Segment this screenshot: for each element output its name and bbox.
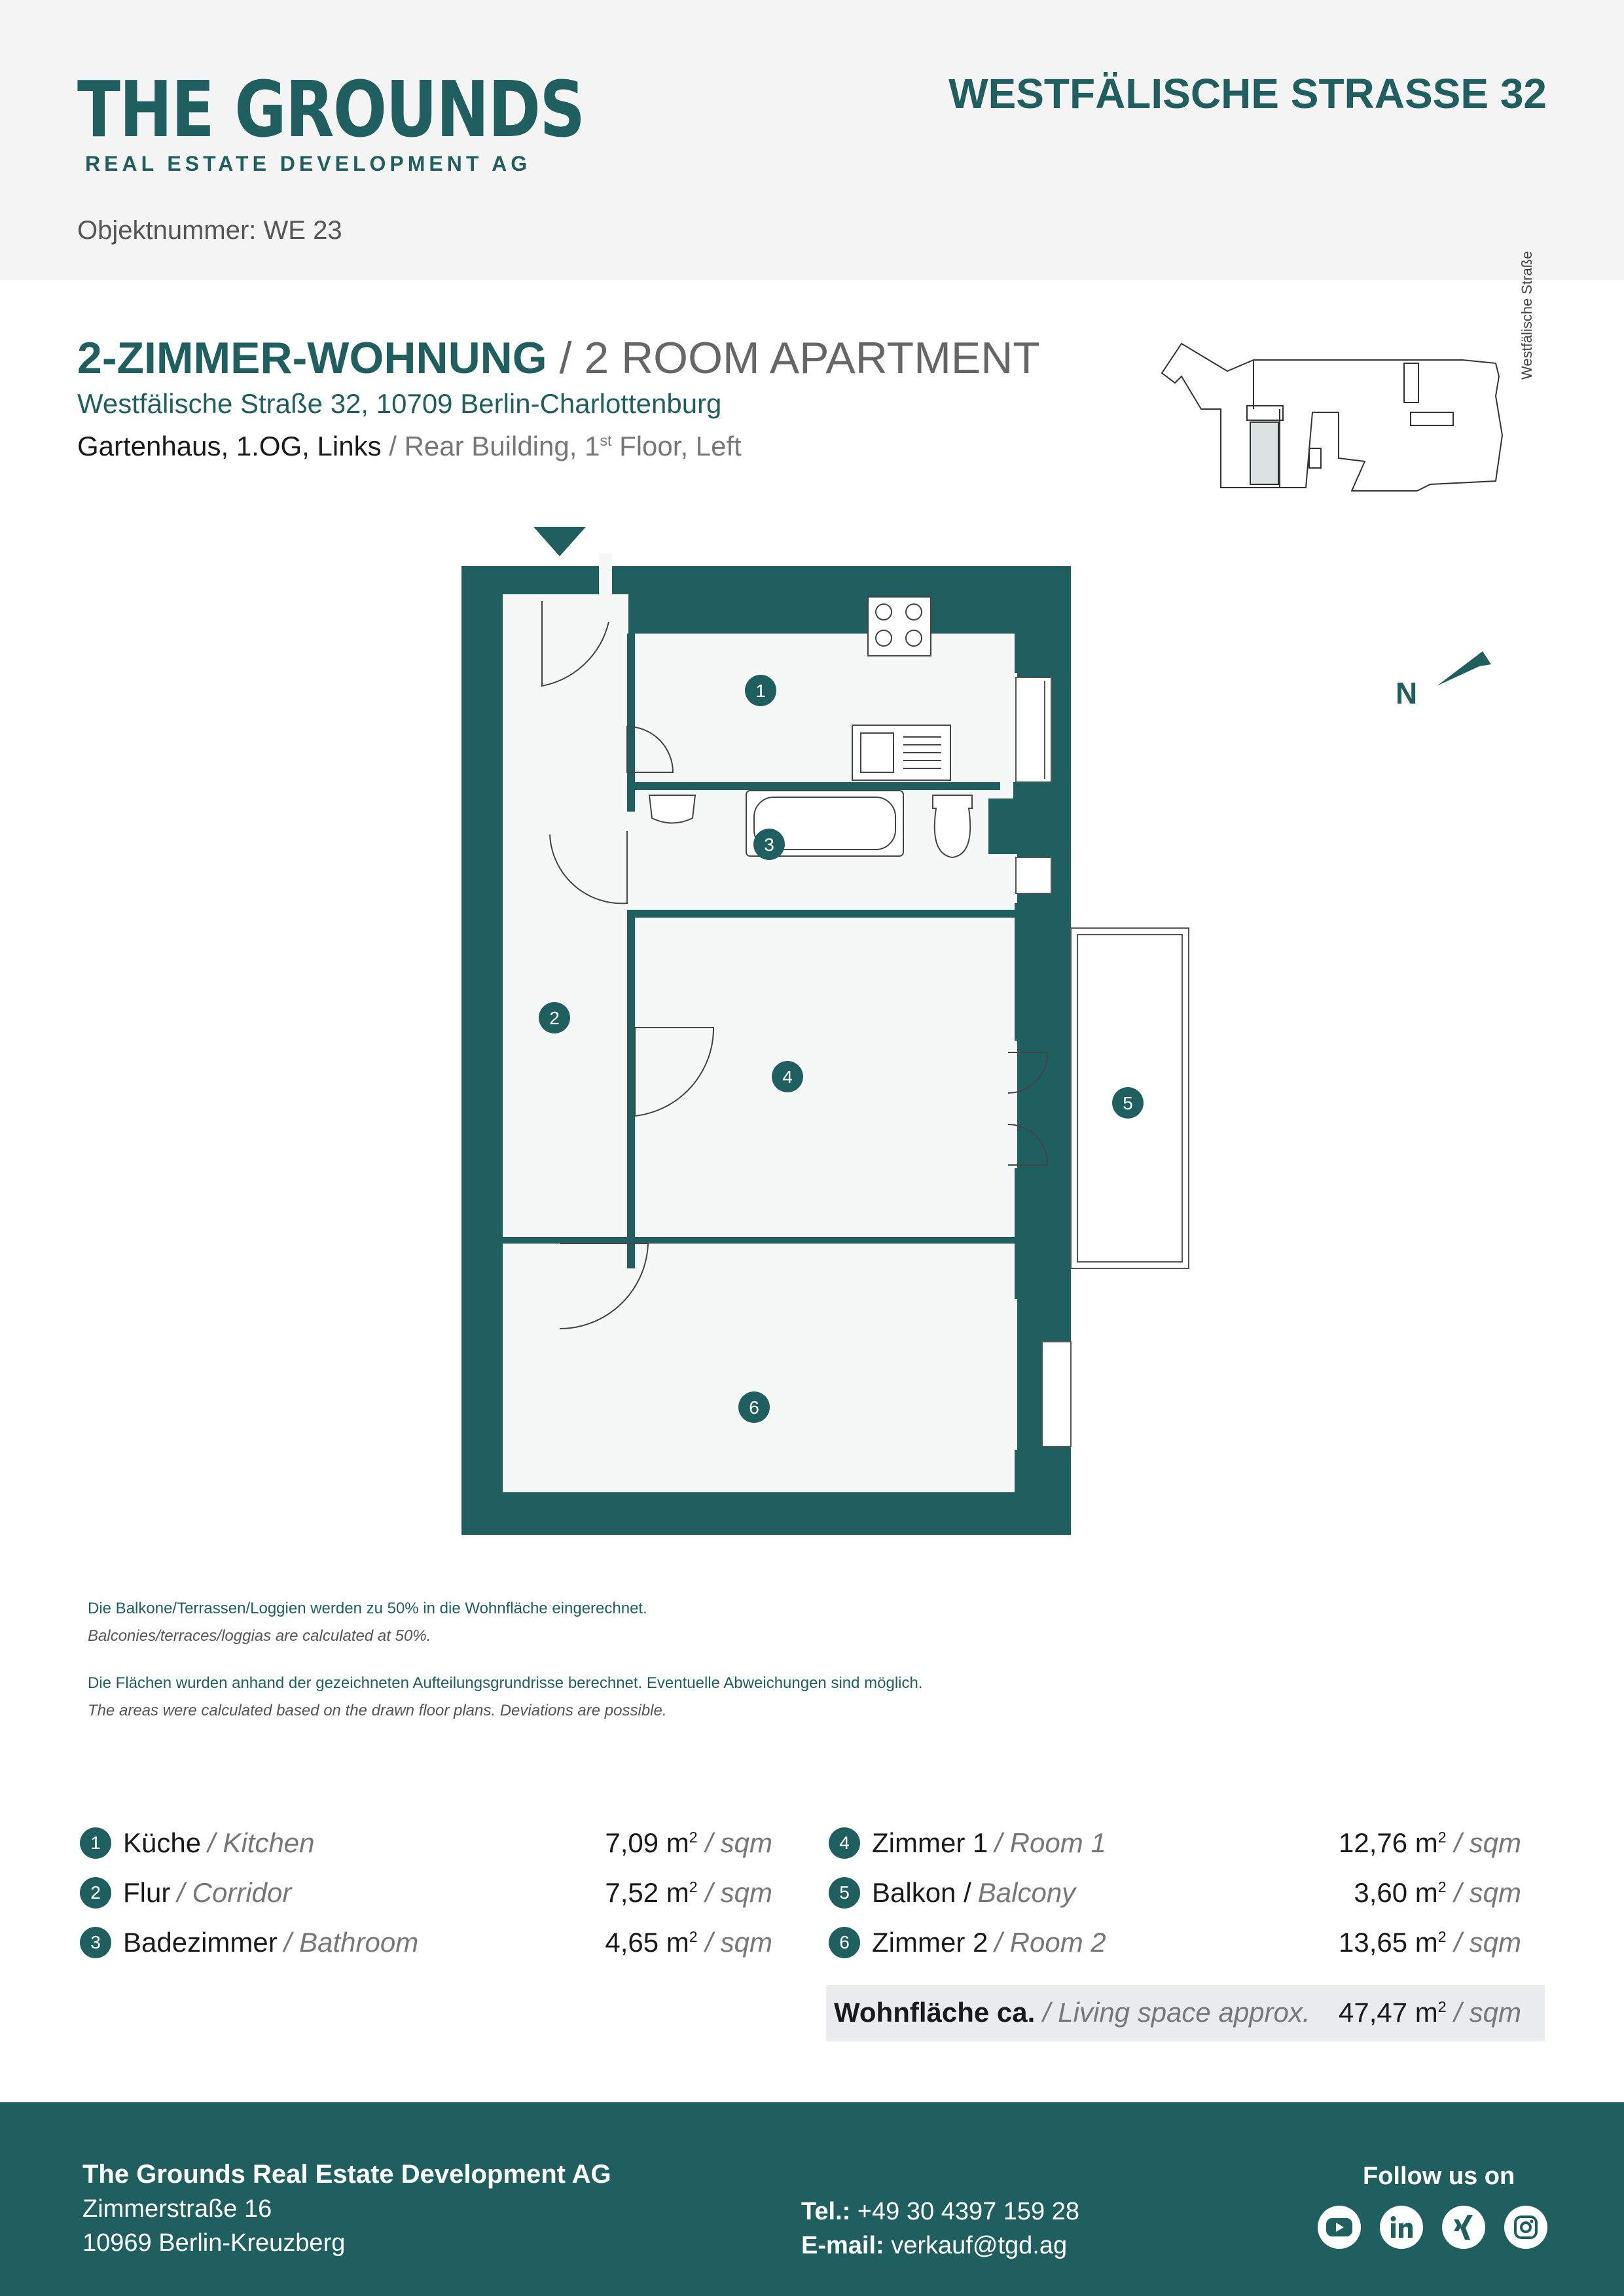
window-kitchen	[1015, 677, 1052, 783]
room-name-en: / Room 1	[994, 1827, 1106, 1858]
door-room2	[559, 1243, 649, 1329]
pilaster-kitchen	[1015, 594, 1051, 673]
unit-highlight	[1250, 422, 1279, 485]
room-name-de: Balkon /	[872, 1877, 971, 1908]
floorplan-room-number: 3	[764, 834, 774, 855]
room-area: 12,76 m2 / sqm	[1339, 1827, 1521, 1858]
window-room2	[1041, 1341, 1072, 1447]
room-area: 7,52 m2 / sqm	[605, 1877, 772, 1908]
room-name-en: / Bathroom	[283, 1927, 419, 1958]
youtube-icon[interactable]	[1318, 2206, 1361, 2249]
room-name-de: Flur	[123, 1877, 171, 1908]
total-label: Wohnfläche ca. / Living space approx.	[834, 1997, 1310, 2028]
pilaster-room1-top	[1015, 903, 1051, 1041]
room-area: 3,60 m2 / sqm	[1354, 1877, 1521, 1908]
room-row: 5 Balkon / Balcony 3,60 m2 / sqm	[829, 1873, 1521, 1912]
room-row: 2 Flur / Corridor 7,52 m2 / sqm	[80, 1873, 772, 1912]
room-name-en: / Kitchen	[208, 1827, 315, 1858]
unit-location: Gartenhaus, 1.OG, Links / Rear Building,…	[77, 431, 742, 462]
floorplan-room-number: 4	[782, 1067, 793, 1087]
note-areas-de: Die Flächen wurden anhand der gezeichnet…	[88, 1674, 923, 1692]
pilaster-room1-bottom	[1015, 1168, 1051, 1299]
logo-wordmark: THE GROUNDS	[77, 64, 585, 154]
floorplan-room-number: 2	[549, 1008, 560, 1028]
linkedin-icon[interactable]	[1380, 2206, 1423, 2249]
stove	[867, 596, 931, 656]
toilet	[932, 795, 973, 859]
xing-icon[interactable]	[1442, 2206, 1485, 2249]
room-row: 4 Zimmer 1 / Room 1 12,76 m2 / sqm	[829, 1823, 1521, 1863]
north-arrow-icon	[1437, 651, 1491, 686]
door-bath	[549, 831, 628, 905]
floorplan-room-badge: 4	[772, 1061, 803, 1092]
note-balcony-en: Balconies/terraces/loggias are calculate…	[88, 1627, 431, 1645]
room-row: 3 Badezimmer / Bathroom 4,65 m2 / sqm	[80, 1923, 772, 1962]
total-value: 47,47 m2 / sqm	[1339, 1997, 1521, 2028]
header-address: WESTFÄLISCHE STRASSE 32	[948, 70, 1547, 117]
room-name-en: / Room 2	[994, 1927, 1106, 1958]
floorplan-room-number: 5	[1123, 1093, 1133, 1113]
contact-phone: Tel.: +49 30 4397 159 28	[801, 2198, 1080, 2225]
floorplan-room-badge: 2	[539, 1002, 570, 1033]
room-number-badge: 2	[80, 1877, 111, 1909]
door-entrance	[541, 601, 609, 687]
room-area: 13,65 m2 / sqm	[1339, 1927, 1521, 1958]
company-name: The Grounds Real Estate Development AG	[82, 2160, 611, 2189]
north-label: N	[1396, 676, 1418, 710]
room-number-badge: 4	[829, 1827, 860, 1859]
pilaster-room2	[1015, 1450, 1051, 1496]
room-number-badge: 6	[829, 1927, 860, 1958]
property-address: Westfälische Straße 32, 10709 Berlin-Cha…	[77, 388, 722, 419]
location-en: / Rear Building, 1st Floor, Left	[381, 431, 742, 461]
logo-subtitle: REAL ESTATE DEVELOPMENT AG	[85, 152, 532, 175]
room-name-de: Küche	[123, 1827, 202, 1858]
title-de: 2-ZIMMER-WOHNUNG	[77, 333, 547, 383]
door-kitchen	[626, 725, 674, 773]
room-name-en: / Corridor	[177, 1877, 292, 1908]
location-de: Gartenhaus, 1.OG, Links	[77, 431, 382, 461]
door-balcony-b	[1007, 1124, 1049, 1166]
company-city: 10969 Berlin-Kreuzberg	[82, 2229, 346, 2257]
follow-us-label: Follow us on	[1363, 2162, 1515, 2190]
title-en: / 2 ROOM APARTMENT	[547, 333, 1040, 383]
entrance-arrow-icon	[533, 527, 586, 556]
footer: The Grounds Real Estate Development AG Z…	[0, 2102, 1624, 2296]
floorplan-room-number: 1	[755, 681, 766, 701]
room-name-de: Zimmer 1	[872, 1827, 988, 1858]
instagram-icon[interactable]	[1504, 2206, 1547, 2249]
floorplan-room-badge: 1	[745, 675, 776, 706]
floorplan-room-badge: 5	[1112, 1087, 1144, 1119]
room-name-de: Badezimmer	[123, 1927, 278, 1958]
pilaster-bath	[988, 798, 1051, 854]
object-number: Objektnummer: WE 23	[77, 216, 342, 245]
room-number-badge: 3	[80, 1927, 111, 1958]
washbasin	[648, 795, 696, 824]
site-plan-diagram	[1161, 342, 1504, 492]
door-balcony-a	[1007, 1052, 1049, 1094]
floorplan-room-badge: 3	[753, 829, 785, 860]
company-street: Zimmerstraße 16	[82, 2195, 272, 2223]
note-areas-en: The areas were calculated based on the d…	[88, 1702, 667, 1719]
living-space-total: Wohnfläche ca. / Living space approx. 47…	[826, 1985, 1545, 2041]
window-bath	[1015, 857, 1052, 894]
floor-plan: 1 2 3 4 5 6	[461, 527, 1189, 1535]
street-label: Westfälische Straße	[1519, 251, 1535, 380]
note-balcony-de: Die Balkone/Terrassen/Loggien werden zu …	[88, 1600, 647, 1617]
room-area: 7,09 m2 / sqm	[605, 1827, 772, 1858]
header: THE GROUNDS REAL ESTATE DEVELOPMENT AG O…	[0, 0, 1624, 280]
room-name-en: Balcony	[977, 1877, 1076, 1908]
door-room1	[634, 1027, 715, 1117]
floorplan-room-number: 6	[749, 1397, 759, 1418]
room-row: 1 Küche / Kitchen 7,09 m2 / sqm	[80, 1823, 772, 1863]
room-row: 6 Zimmer 2 / Room 2 13,65 m2 / sqm	[829, 1923, 1521, 1962]
room-number-badge: 5	[829, 1877, 860, 1909]
contact-email[interactable]: E-mail: verkauf@tgd.ag	[801, 2232, 1068, 2259]
room-number-badge: 1	[80, 1827, 111, 1859]
room-area: 4,65 m2 / sqm	[605, 1927, 772, 1958]
page-title: 2-ZIMMER-WOHNUNG / 2 ROOM APARTMENT	[77, 332, 1040, 384]
room-name-de: Zimmer 2	[872, 1927, 988, 1958]
floorplan-room-badge: 6	[738, 1391, 770, 1423]
